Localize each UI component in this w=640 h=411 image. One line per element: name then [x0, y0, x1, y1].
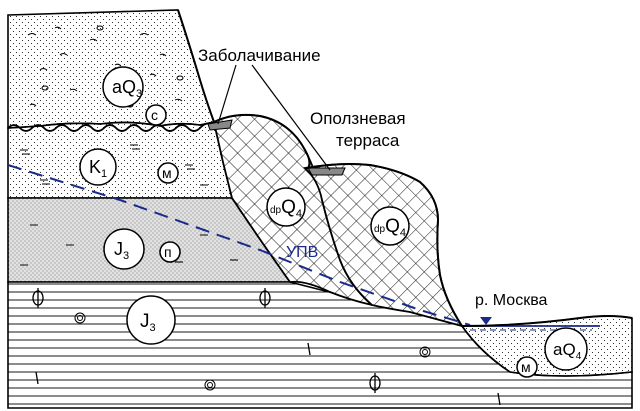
mark-p: п: [164, 244, 172, 260]
label-swamping: Заболачивание: [198, 46, 321, 65]
mark-c: с: [151, 107, 158, 123]
erosion-boundary: [7, 122, 211, 132]
belemnite-icons: [35, 342, 501, 406]
circle-dpQ4-a: [266, 187, 306, 227]
circle-K1: [79, 148, 117, 186]
swamping-leaders: [217, 64, 331, 171]
water-level-triangle-icon: [480, 317, 492, 325]
circle-p: [159, 241, 181, 263]
mark-m2: м: [521, 359, 531, 375]
label-aQ3: aQ3: [112, 77, 142, 100]
groundwater-level-line: [7, 164, 471, 326]
circle-J3-lower: [126, 295, 176, 345]
pebbles-aQ3: [27, 25, 184, 108]
circle-m2: [516, 356, 538, 378]
fossil-symbols: [32, 288, 381, 393]
mark-m1: м: [162, 165, 172, 181]
ammonite-icons: [74, 312, 431, 391]
label-landslide-terrace-2: терраса: [336, 131, 400, 150]
dashes-K1: [20, 144, 208, 186]
label-landslide-terrace-1: Оползневая: [310, 109, 406, 128]
circle-dpQ4-b: [370, 206, 410, 246]
label-J3-lower: J3: [140, 311, 156, 334]
label-groundwater-level: УПВ: [286, 244, 318, 261]
circle-c: [145, 104, 167, 126]
label-dpQ4-b: dpQ4: [374, 216, 406, 239]
label-J3-upper: J3: [114, 239, 129, 262]
circle-m1: [157, 162, 179, 184]
ground-surface: [177, 9, 633, 328]
circle-aQ4: [544, 327, 588, 371]
swamp-deposits: [207, 119, 346, 176]
label-river: р. Москва: [475, 292, 548, 309]
unit-circles: [79, 66, 588, 378]
unit-K1-area: [7, 121, 234, 199]
label-K1: K1: [89, 157, 107, 180]
dashes-J3-upper: [20, 224, 238, 266]
circle-J3-upper: [103, 228, 145, 270]
circle-aQ3: [102, 66, 144, 108]
label-dpQ4-a: dpQ4: [270, 197, 302, 220]
label-aQ4: aQ4: [553, 340, 582, 362]
